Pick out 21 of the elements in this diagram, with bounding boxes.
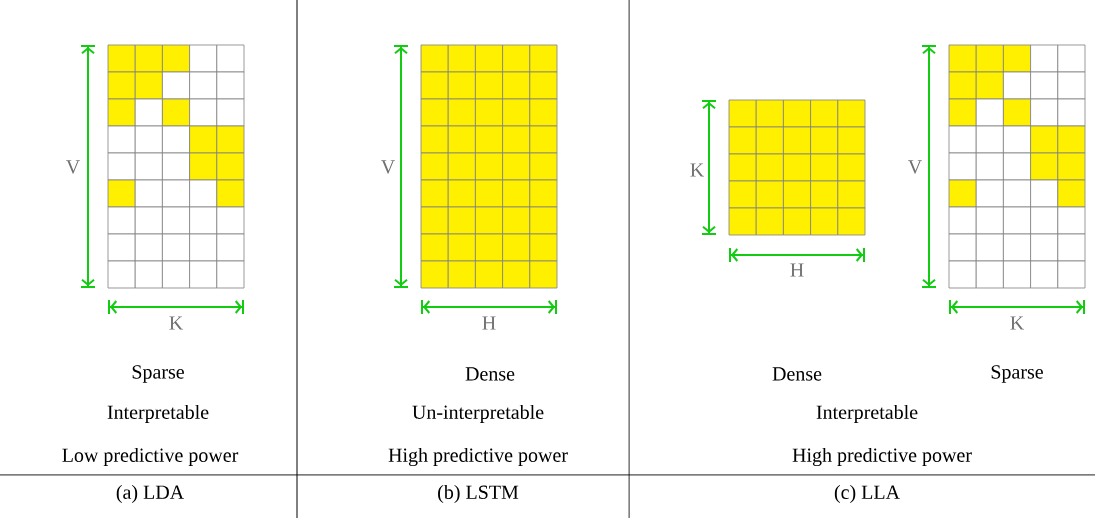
panel-caption: (c) LLA <box>834 484 900 504</box>
dimension-label: H <box>790 263 804 277</box>
property-label: Interpretable <box>816 404 918 424</box>
panel-caption: (b) LSTM <box>438 484 519 504</box>
property-label: High predictive power <box>388 447 568 467</box>
property-label: Sparse <box>132 365 184 383</box>
dimension-label: K <box>169 316 184 330</box>
panel-caption: (a) LDA <box>116 484 184 504</box>
dimension-label: V <box>908 160 922 174</box>
property-label: Interpretable <box>107 404 209 424</box>
dimension-label: V <box>381 160 395 174</box>
property-label: Low predictive power <box>62 447 239 467</box>
property-label: High predictive power <box>792 447 972 467</box>
dimension-label: K <box>690 163 704 177</box>
property-label: Sparse <box>991 365 1043 383</box>
dimension-label: K <box>1010 316 1024 330</box>
property-label: Dense <box>772 367 822 381</box>
property-label: Un-interpretable <box>412 404 544 424</box>
property-label: Dense <box>465 367 515 381</box>
dimension-label: V <box>66 160 80 174</box>
dimension-label: H <box>482 316 496 330</box>
